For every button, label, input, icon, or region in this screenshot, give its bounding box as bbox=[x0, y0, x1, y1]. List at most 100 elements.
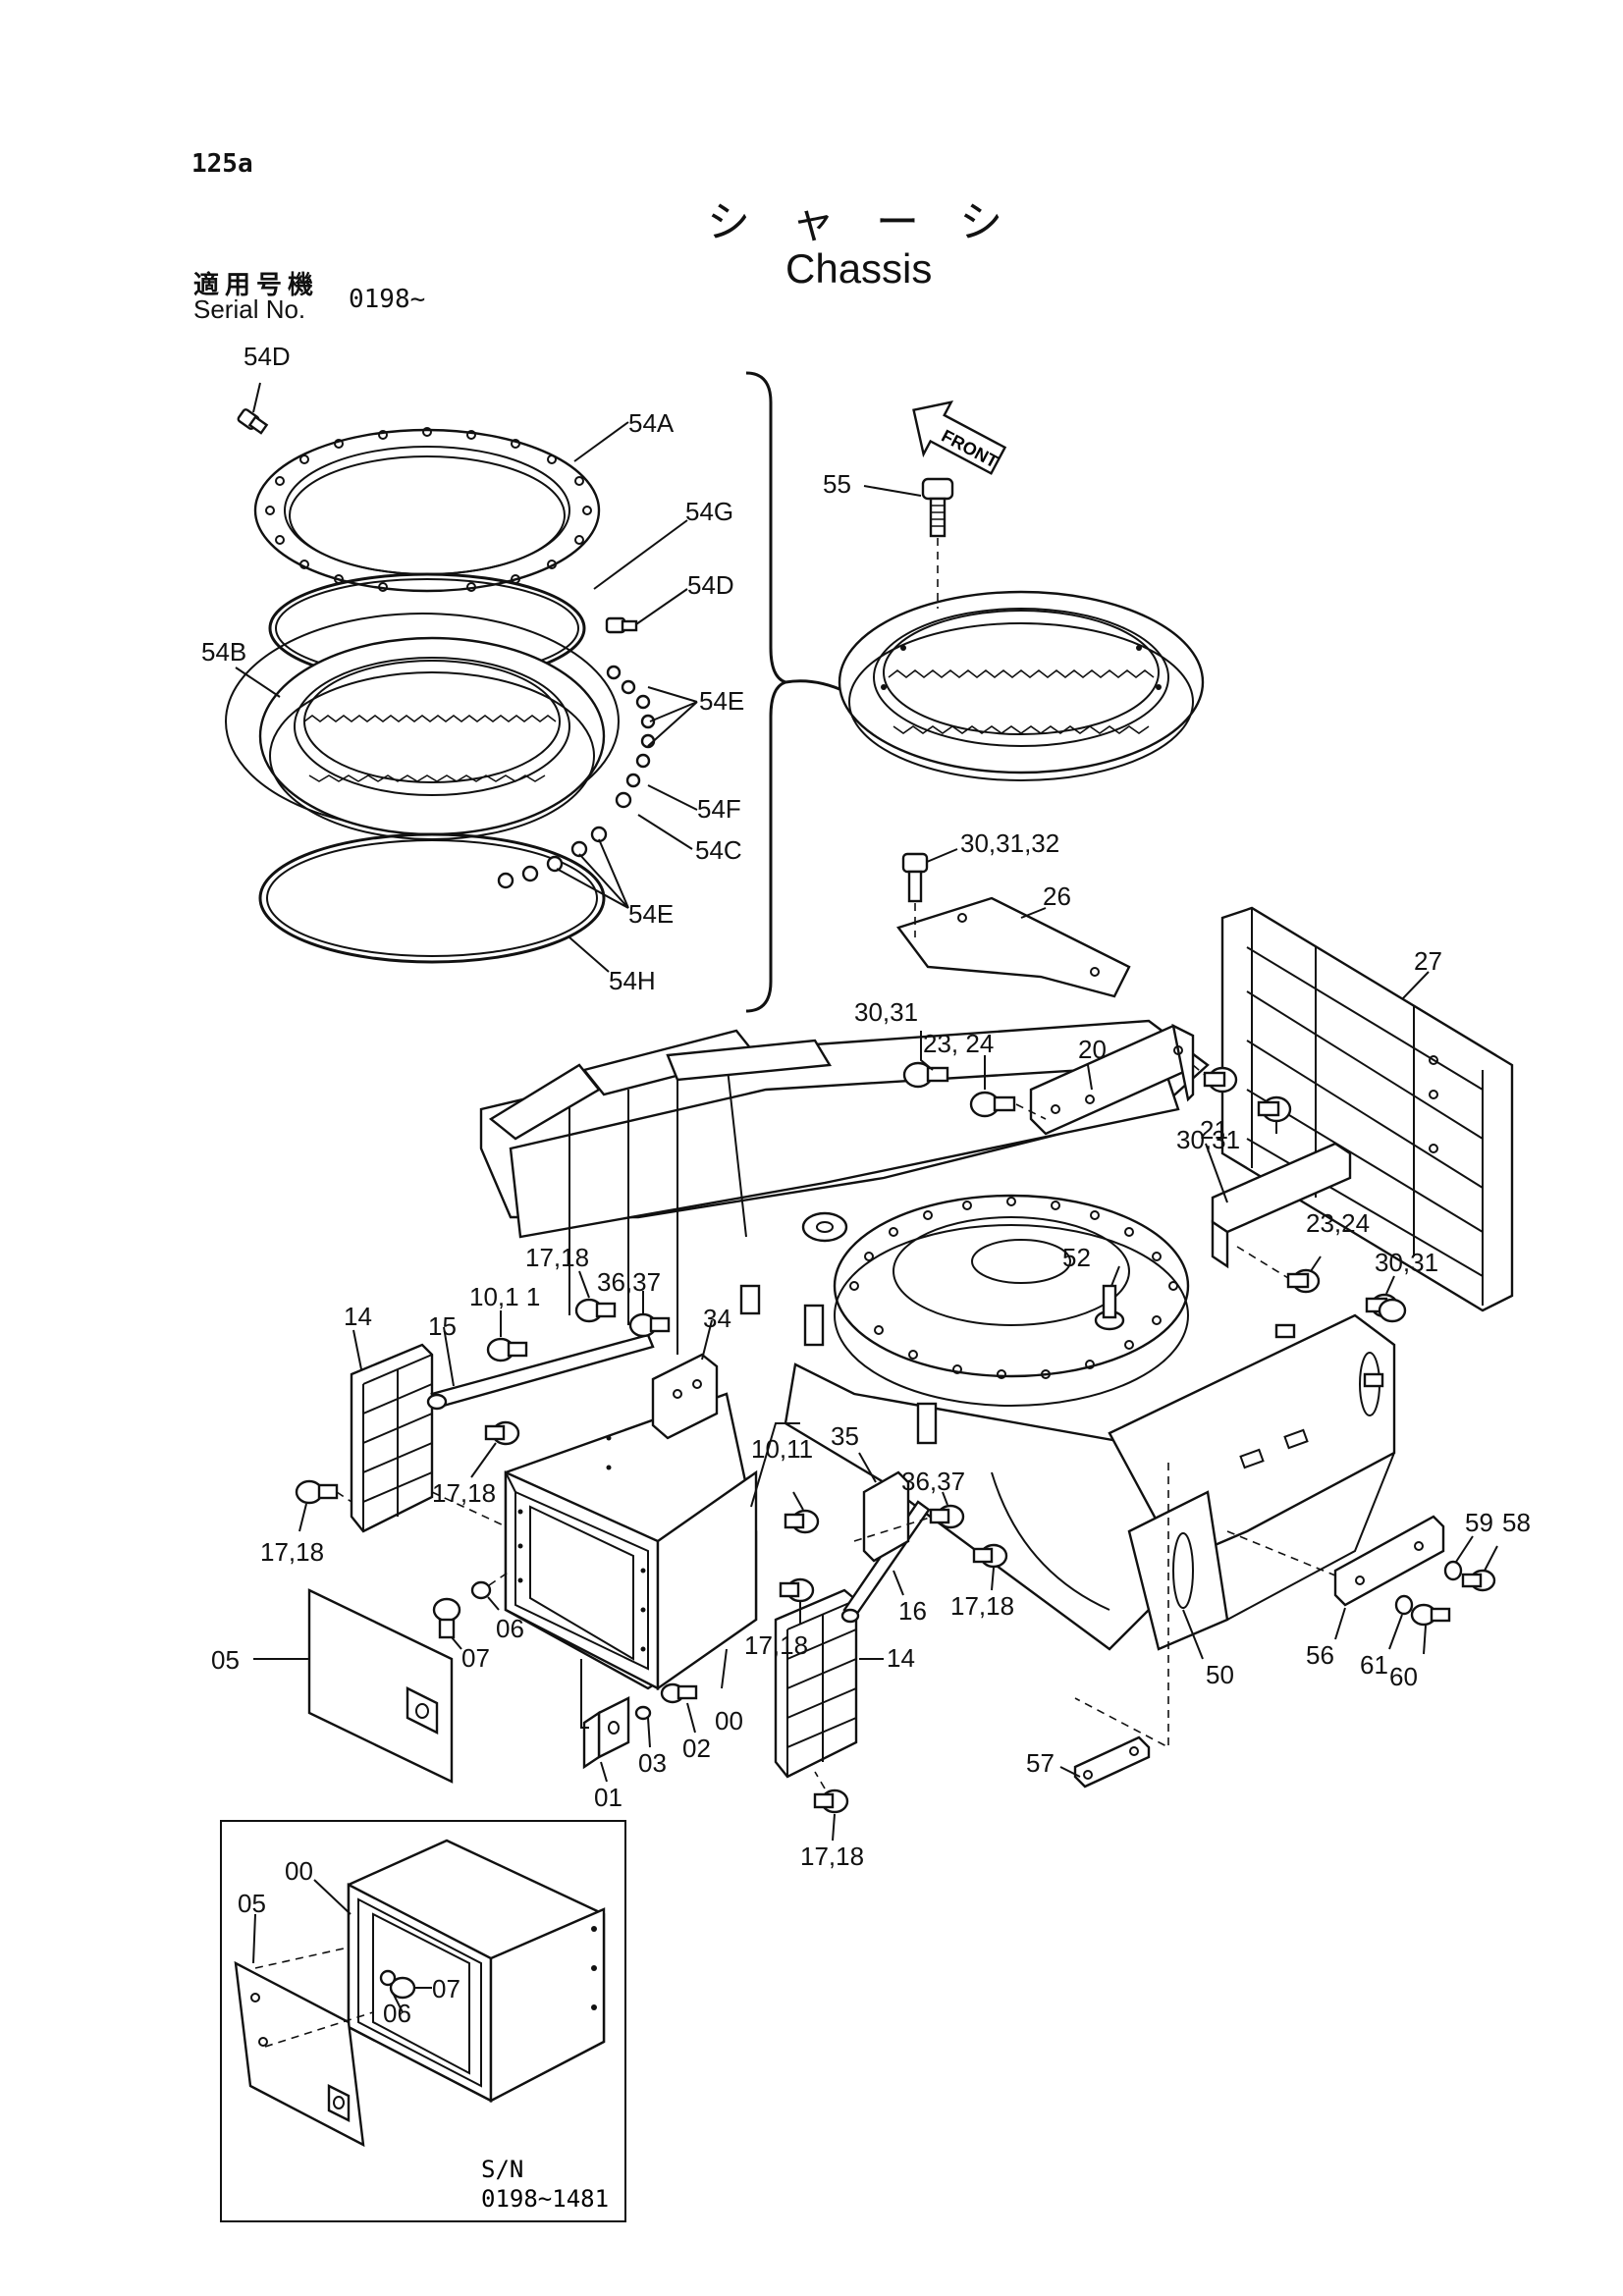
callout-inset-07: 07 bbox=[432, 1974, 460, 2003]
rod-15 bbox=[426, 1326, 655, 1411]
callout-05: 05 bbox=[211, 1645, 240, 1675]
turntable-bolt-holes bbox=[849, 1197, 1178, 1379]
bracket-14-a bbox=[350, 1329, 434, 1533]
callout-26: 26 bbox=[1043, 881, 1071, 911]
bolt-17-18-c bbox=[295, 1479, 352, 1532]
callout-58: 58 bbox=[1502, 1508, 1531, 1537]
callout-10-11-b: 10,11 bbox=[751, 1434, 813, 1464]
guide-56 bbox=[1226, 1530, 1336, 1576]
bolts-23-24-a bbox=[902, 1031, 1047, 1120]
callout-17-18-d: 17,18 bbox=[950, 1591, 1014, 1621]
tab-left bbox=[739, 1284, 761, 1315]
callout-52: 52 bbox=[1062, 1243, 1091, 1272]
callout-56: 56 bbox=[1306, 1640, 1334, 1670]
bolt-52 bbox=[1094, 1265, 1125, 1331]
serial-label-japanese: 適用号機 bbox=[193, 271, 320, 300]
seal-54h bbox=[258, 832, 606, 964]
chassis-frame bbox=[479, 1019, 1396, 1651]
bracket-35 bbox=[858, 1452, 910, 1563]
inner-race-54b bbox=[258, 636, 606, 836]
callout-60: 60 bbox=[1389, 1662, 1418, 1691]
washer-03 bbox=[634, 1705, 652, 1721]
front-direction-arrow: FRONT bbox=[912, 400, 1007, 475]
bolt-17-18-f bbox=[813, 1771, 849, 1842]
panel-27 bbox=[1220, 906, 1514, 1312]
leader-box-dash bbox=[580, 1659, 589, 1729]
callout-36-37-a: 36,37 bbox=[597, 1267, 661, 1297]
callout-inset-05: 05 bbox=[238, 1889, 266, 1918]
callout-54d-mid: 54D bbox=[687, 570, 734, 600]
plate-26 bbox=[896, 896, 1131, 998]
callout-27: 27 bbox=[1414, 946, 1442, 976]
callout-55: 55 bbox=[823, 469, 851, 499]
bolt-02 bbox=[660, 1682, 698, 1734]
callout-30-31-a: 30,31 bbox=[854, 997, 918, 1027]
leader-50 bbox=[1182, 1609, 1204, 1660]
title-english: Chassis bbox=[785, 245, 933, 292]
bolt-36-37-a bbox=[628, 1291, 671, 1338]
swing-bearing-assembled bbox=[838, 590, 1205, 781]
bolts-30-31-b bbox=[1192, 1064, 1292, 1134]
serial-label-english: Serial No. bbox=[193, 294, 306, 324]
plate-56 bbox=[1333, 1515, 1445, 1640]
bolt-60 bbox=[1410, 1603, 1451, 1655]
callout-54b: 54B bbox=[201, 637, 246, 667]
bolt-17-18-d bbox=[972, 1543, 1008, 1591]
callout-inset-00: 00 bbox=[285, 1856, 313, 1886]
callout-labels: 54D 54A 54G 54D 54B 54E 54F 54C 54E 54H … bbox=[201, 342, 1531, 2213]
callout-20: 20 bbox=[1078, 1035, 1107, 1064]
bolt-36-37-b bbox=[929, 1491, 965, 1529]
callout-54c: 54C bbox=[695, 835, 742, 865]
bolt-30-31-32 bbox=[901, 848, 958, 937]
callout-16: 16 bbox=[898, 1596, 927, 1626]
bolt-17-18-a bbox=[574, 1270, 617, 1323]
callout-03: 03 bbox=[638, 1748, 667, 1778]
bolt-58 bbox=[1461, 1545, 1498, 1592]
bracket-21 bbox=[1205, 1142, 1352, 1269]
bolt-10-11-a bbox=[486, 1310, 528, 1362]
washer-59 bbox=[1443, 1560, 1463, 1581]
lid-05 bbox=[253, 1588, 454, 1784]
callout-50: 50 bbox=[1206, 1660, 1234, 1689]
bolts-23-24-b bbox=[1236, 1246, 1399, 1318]
callout-17-18-c: 17,18 bbox=[260, 1537, 324, 1567]
callout-inset-06: 06 bbox=[383, 1999, 411, 2028]
callout-23-24-b: 23,24 bbox=[1306, 1208, 1370, 1238]
callout-21-visible: 21 bbox=[1200, 1115, 1228, 1145]
washer-06 bbox=[470, 1570, 512, 1611]
callout-30-31-b: 30,31 bbox=[1176, 1125, 1240, 1154]
inset-sn-label: S/N bbox=[481, 2156, 523, 2183]
callout-36-37-b: 36,37 bbox=[901, 1467, 965, 1496]
bracket-leader bbox=[784, 679, 847, 694]
callout-17-18-b: 17,18 bbox=[432, 1478, 496, 1508]
turntable-plate bbox=[833, 1194, 1190, 1378]
bolt-30-31-c bbox=[1378, 1298, 1407, 1323]
bracket-20 bbox=[1029, 1023, 1195, 1136]
bolt-holes-54a bbox=[265, 427, 592, 592]
bracket-01 bbox=[582, 1696, 630, 1783]
callout-34: 34 bbox=[703, 1304, 731, 1333]
callout-02: 02 bbox=[682, 1734, 711, 1763]
callout-00: 00 bbox=[715, 1706, 743, 1735]
bolt-54d-mid bbox=[605, 616, 638, 634]
title-japanese: シャーシ bbox=[707, 197, 1045, 247]
serial-value: 0198~ bbox=[349, 285, 426, 314]
callout-54e-top: 54E bbox=[699, 686, 744, 716]
callout-54e-bottom: 54E bbox=[628, 899, 674, 929]
bolt-54d-top bbox=[237, 408, 269, 435]
callout-30-31-32: 30,31,32 bbox=[960, 828, 1059, 858]
swing-bearing-exploded bbox=[225, 371, 847, 1013]
inset-sn-range: 0198~1481 bbox=[481, 2185, 609, 2213]
callout-54g: 54G bbox=[685, 497, 733, 526]
group-bracket bbox=[745, 371, 790, 1013]
plate-57 bbox=[1059, 1735, 1151, 1789]
callout-17-18-e: 17,18 bbox=[744, 1630, 808, 1660]
page-number: 125a bbox=[191, 149, 253, 179]
washer-61 bbox=[1394, 1594, 1414, 1616]
inset-frame bbox=[220, 1820, 626, 2222]
balls-54e bbox=[497, 665, 656, 889]
callout-01: 01 bbox=[594, 1783, 622, 1812]
bolt-10-11-b bbox=[784, 1491, 820, 1534]
callout-61: 61 bbox=[1360, 1650, 1388, 1680]
